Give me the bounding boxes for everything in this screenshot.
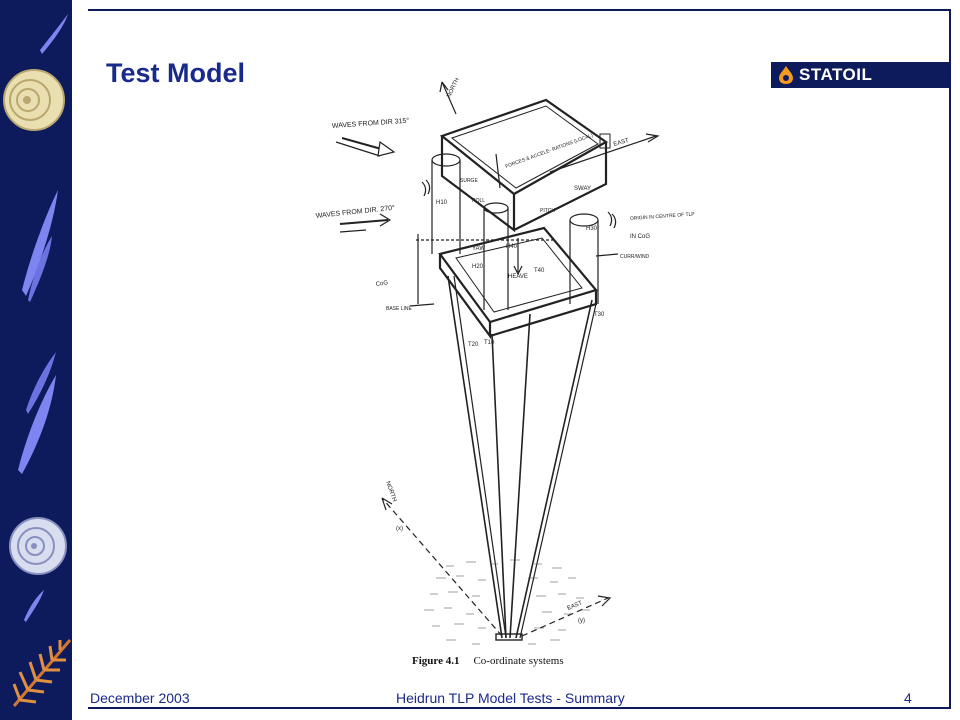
t30-label: T30 <box>594 312 605 318</box>
statoil-flame-icon <box>779 66 793 84</box>
sway-label: SWAY <box>574 186 591 192</box>
footer-title: Heidrun TLP Model Tests - Summary <box>396 690 625 706</box>
h10-label: H10 <box>436 200 448 206</box>
frame-top-line <box>88 9 951 11</box>
frame-bottom-line <box>88 707 951 709</box>
coordinate-system-figure: NORTH WAVES FROM DIR 315° WAVES FROM DIR… <box>296 77 748 676</box>
cog-label: CoG <box>375 280 388 288</box>
current-wind-label: CURR/WIND <box>620 254 650 260</box>
base-line-label: BASE LINE <box>386 306 413 312</box>
t40-label: T40 <box>534 268 545 274</box>
t20-label: T20 <box>468 342 479 348</box>
logo-text: STATOIL <box>799 65 873 84</box>
seabed-hatching <box>424 559 590 645</box>
east-bottom-label: EAST <box>567 600 584 612</box>
x-axis-label: (x) <box>396 526 403 532</box>
north-bottom-label: NORTH <box>384 481 397 503</box>
figure-caption-label: Figure 4.1 <box>412 655 460 667</box>
tlp-model-drawing: NORTH WAVES FROM DIR 315° WAVES FROM DIR… <box>315 77 696 645</box>
frame-right-line <box>949 9 951 708</box>
roll-label: ROLL <box>472 198 485 204</box>
east-top-label: EAST <box>613 138 630 148</box>
yaw-label: YAW <box>472 246 485 252</box>
statoil-logo: STATOIL <box>771 62 950 88</box>
h20-label: H20 <box>472 264 484 270</box>
in-cog-label: IN CoG <box>630 234 650 240</box>
h30-label: H30 <box>586 226 598 232</box>
t10-label: T10 <box>484 340 495 346</box>
forces-label: FORCES & ACCELE- RATIONS (LOCAL) <box>505 132 594 169</box>
waves-315-label: WAVES FROM DIR 315° <box>332 117 410 130</box>
waves-270-label: WAVES FROM DIR. 270° <box>315 204 395 220</box>
north-top-label: NORTH <box>446 78 460 99</box>
h40-label: H40 <box>506 244 518 250</box>
heave-label: HEAVE <box>508 274 528 280</box>
decorative-sidebar <box>0 0 72 720</box>
fossil-decoration-icon <box>3 14 72 707</box>
pitch-label: PITCH <box>540 208 555 214</box>
surge-label: SURGE <box>460 178 478 184</box>
figure-caption-text: Co-ordinate systems <box>473 655 564 667</box>
figure-caption: Figure 4.1 Co-ordinate systems <box>412 655 564 667</box>
origin-label: ORIGIN IN CENTRE OF TLP <box>630 211 696 222</box>
y-axis-label: (y) <box>578 618 585 624</box>
slide-title: Test Model <box>106 58 246 88</box>
page-number: 4 <box>904 690 912 706</box>
footer-date: December 2003 <box>90 690 190 706</box>
